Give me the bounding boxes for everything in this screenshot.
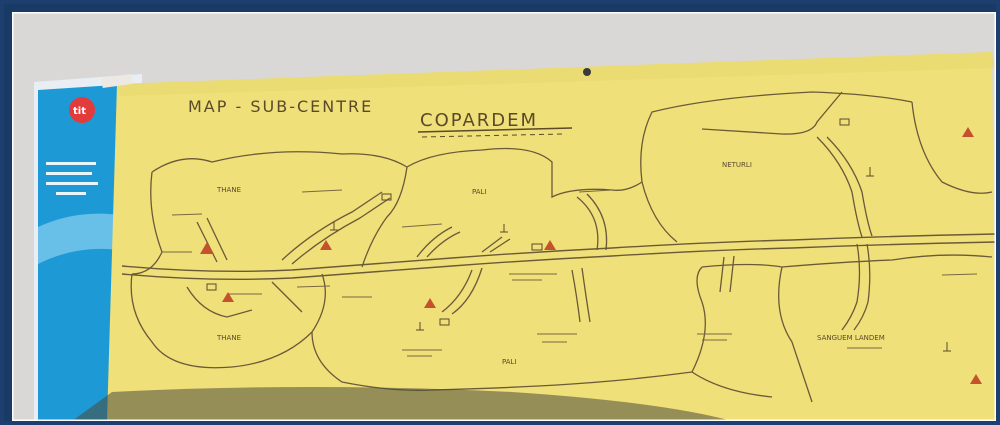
building-icon [531,243,543,251]
temple-icon [962,127,974,137]
map-title-line2: COPARDEM [420,110,538,131]
pin-icon [583,68,591,76]
well-icon [416,322,424,331]
building-icon [381,193,392,201]
temple-icon [424,298,436,308]
temple-icon [320,240,332,250]
temple-icon [222,292,234,302]
map-markers [200,118,982,384]
shadow [72,387,732,421]
well-icon [943,342,951,352]
well-icon [500,224,508,233]
poster-badge: tit [73,106,86,117]
building-icon [839,118,850,126]
place-label: NETURLI [722,161,752,169]
well-icon [866,167,874,177]
map-title-line1: MAP - SUB-CENTRE [188,97,373,116]
well-icon [330,222,338,231]
map-sheet: MAP - SUB-CENTRE COPARDEM [101,52,996,421]
region-boundaries [130,91,993,403]
temple-icon [200,242,214,254]
place-label: THANE [216,186,241,194]
small-annotations [162,189,978,357]
place-label: PALI [472,188,487,196]
poster-badge-icon [69,97,95,123]
temple-icon [970,374,982,384]
building-icon [206,283,217,291]
map-photo: tit MAP - SUB-CENTRE COPARDEM [12,12,996,421]
temple-icon [544,240,556,250]
place-label: THANE [216,334,241,342]
photo: tit MAP - SUB-CENTRE COPARDEM [12,12,996,421]
place-label: PALI [502,358,517,366]
place-label: SANGUEM LANDEM [817,334,885,342]
main-road [121,233,996,281]
building-icon [439,318,450,326]
